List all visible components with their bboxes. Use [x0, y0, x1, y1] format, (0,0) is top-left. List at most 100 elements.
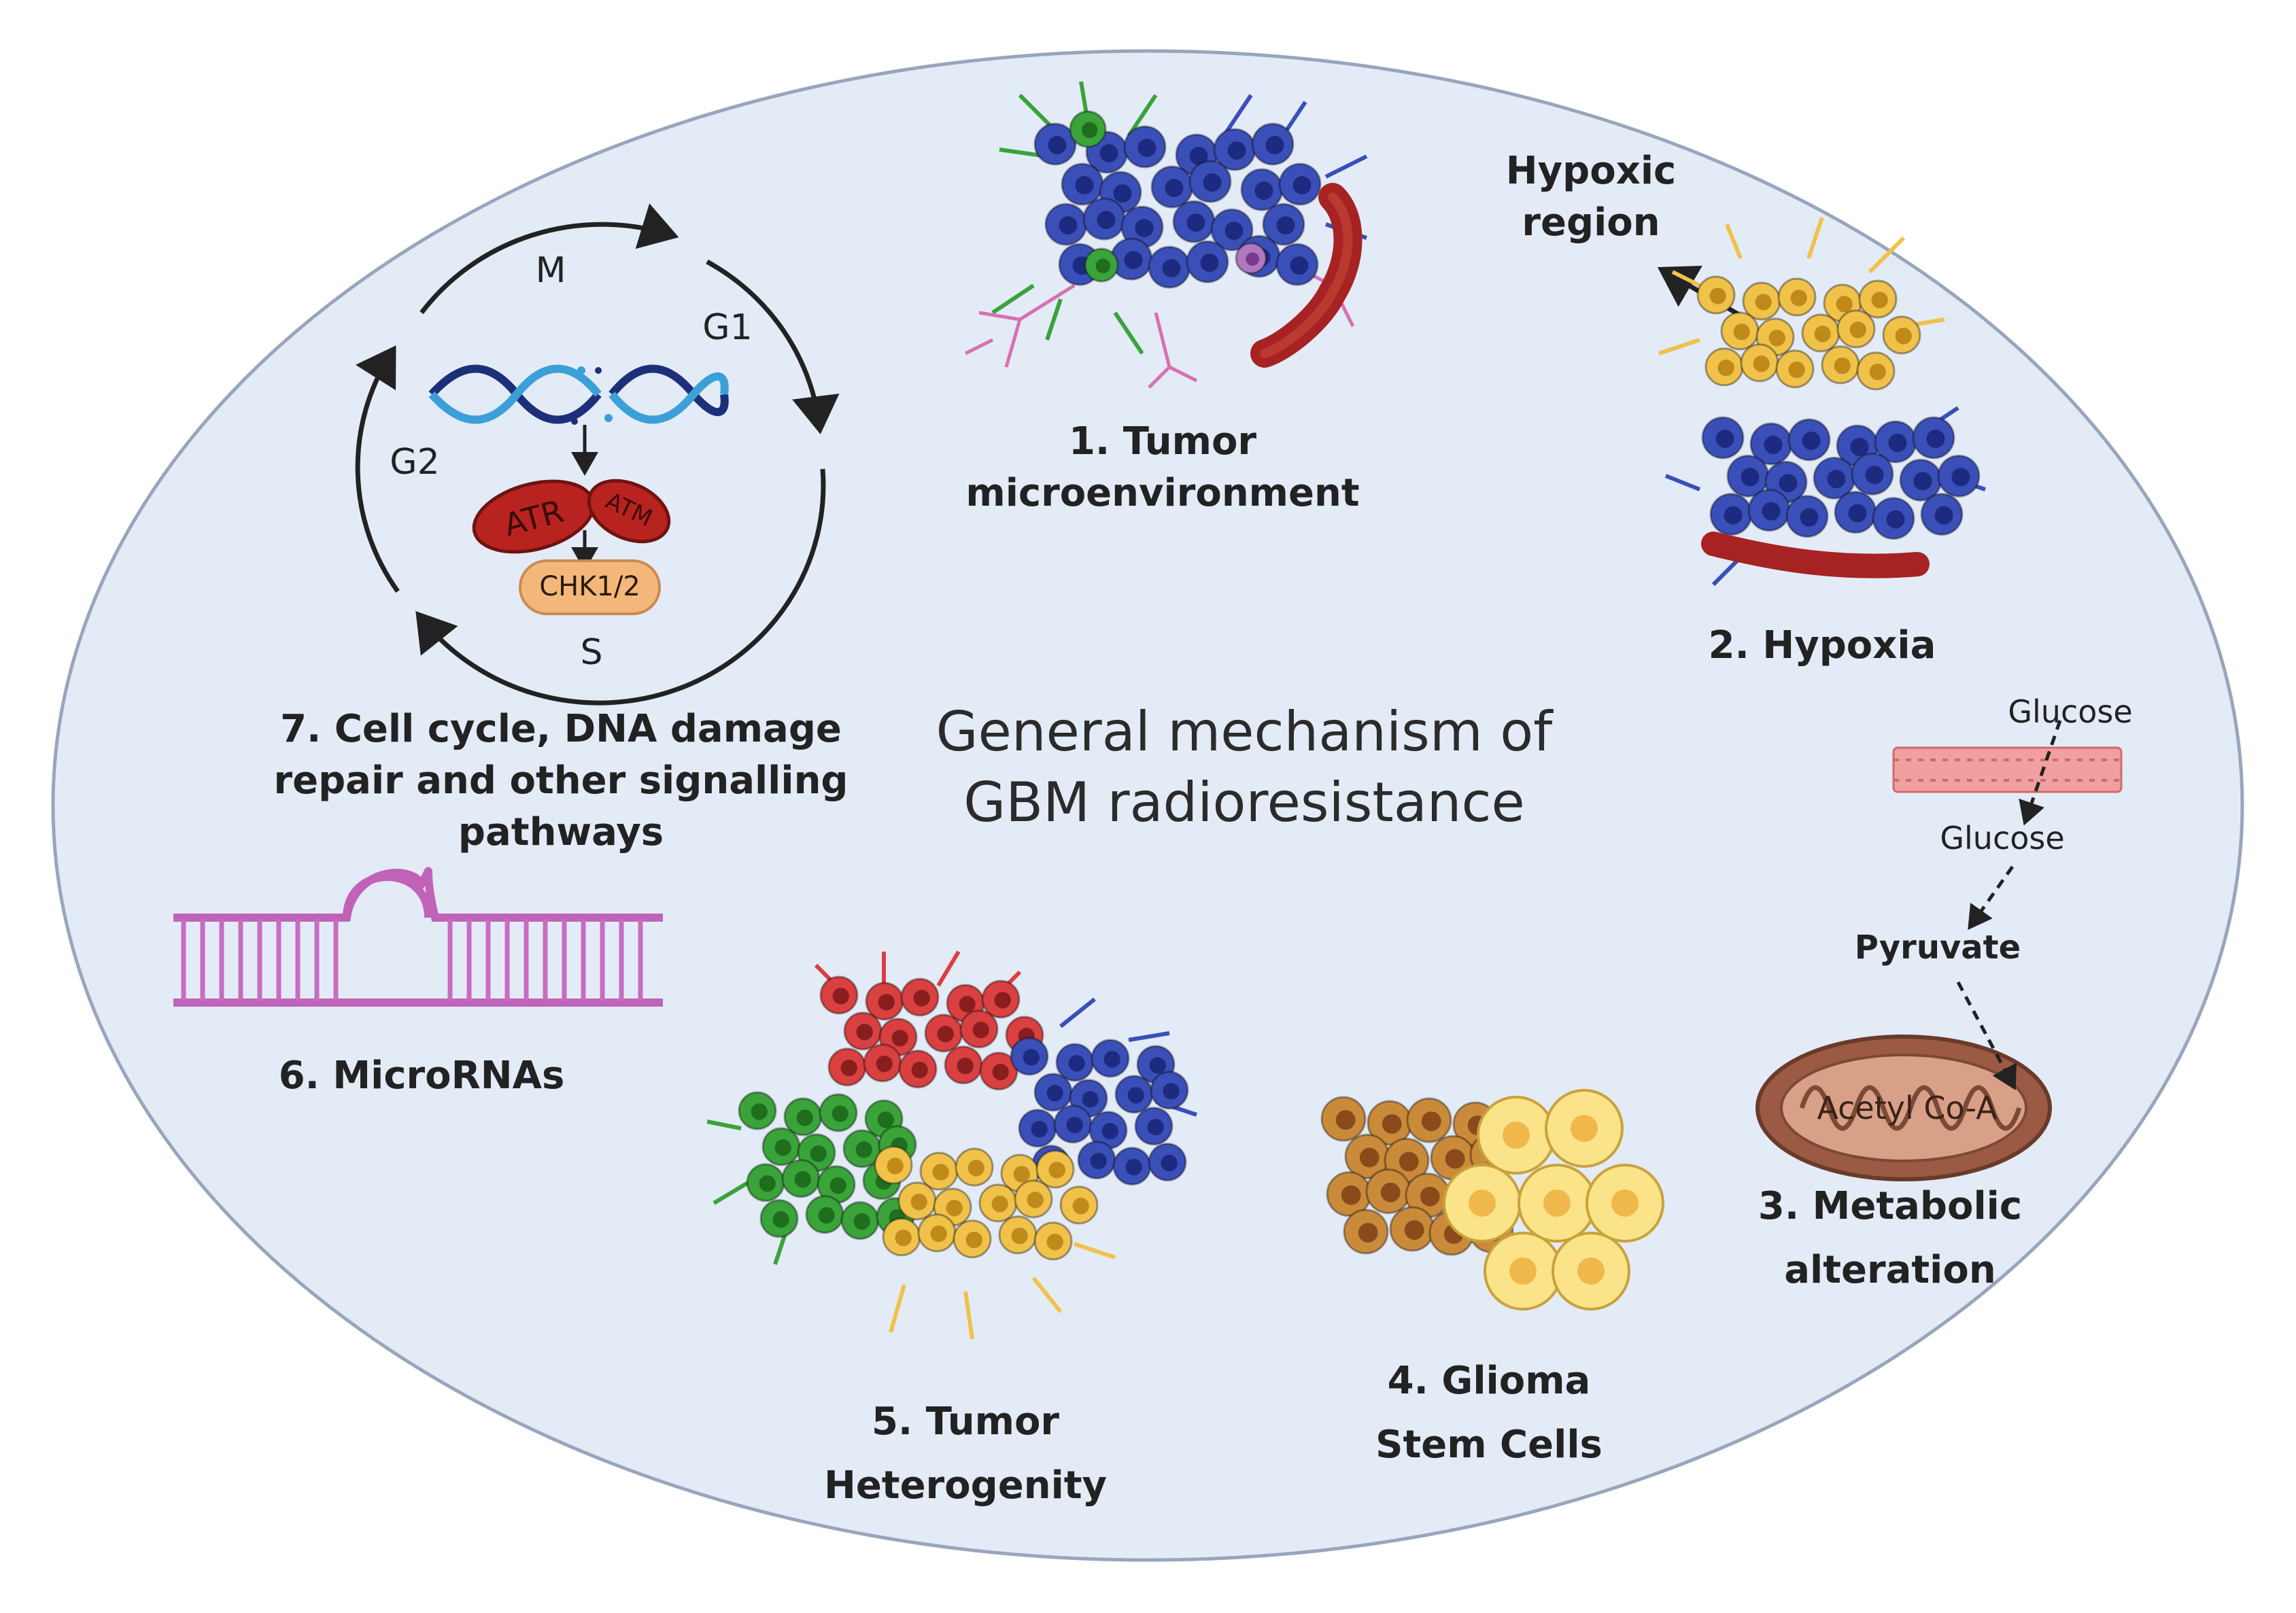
metabolism-illustration: [1755, 720, 2123, 1181]
hypoxic-cell-nucleus: [1709, 288, 1726, 305]
blue-tumor-cell-nucleus: [1059, 216, 1078, 235]
differentiated-glioma-nucleus: [1571, 1115, 1598, 1142]
heterogeneous-blue-cell-nucleus: [1147, 1118, 1164, 1136]
blue-tumor-cell-nucleus: [1189, 147, 1208, 165]
normoxic-cell-nucleus: [1779, 474, 1798, 493]
heterogeneous-red-cell-nucleus: [992, 1063, 1009, 1081]
diagram-title-line-1: General mechanism of: [936, 700, 1553, 763]
heterogeneous-yellow-cell-nucleus: [1011, 1227, 1028, 1245]
heterogeneous-green-cell-nucleus: [832, 1105, 849, 1122]
microrna-illustration: [173, 867, 663, 1007]
heterogeneous-blue-cell-nucleus: [1031, 1120, 1048, 1138]
label-pyruvate: Pyruvate: [1854, 929, 2021, 967]
heterogeneous-blue-cell-nucleus: [1103, 1051, 1120, 1068]
normoxic-cell-nucleus: [1802, 432, 1821, 450]
dna-helix-icon: [428, 364, 729, 425]
heterogeneous-red-cell-nucleus: [832, 988, 849, 1005]
heterogeneous-yellow-cell-nucleus: [1048, 1162, 1065, 1179]
blue-tumor-cell-nucleus: [1224, 222, 1244, 241]
normoxic-cell-nucleus: [1800, 508, 1819, 527]
heterogeneous-blue-cell-nucleus: [1046, 1085, 1063, 1102]
glioma-stem-cell-nucleus: [1404, 1220, 1424, 1240]
chk-label: CHK1/2: [539, 571, 640, 602]
normoxic-cell-nucleus: [1951, 468, 1970, 487]
heterogeneous-red-cell-nucleus: [856, 1024, 873, 1041]
glioma-stem-cell-nucleus: [1445, 1149, 1465, 1169]
label-hypoxic-region: Hypoxic region: [1505, 149, 1677, 245]
label-hypoxia: 2. Hypoxia: [1708, 623, 1936, 667]
heterogeneous-red-cell-nucleus: [994, 992, 1011, 1009]
label-acetyl-coa: Acetyl Co-A: [1817, 1090, 1998, 1126]
blue-tumor-cell-nucleus: [1137, 139, 1156, 157]
tumor-microenvironment-illustration: [964, 81, 1368, 389]
hypoxic-cell-nucleus: [1768, 330, 1785, 347]
label-glucose-outside: Glucose: [2008, 693, 2133, 730]
blue-tumor-cell-nucleus: [1162, 259, 1181, 278]
hypoxia-illustration: [1657, 217, 1986, 587]
phase-m-label: M: [535, 250, 566, 291]
glucose-transport-arrow: [2019, 720, 2062, 826]
glioma-stem-cell-nucleus: [1380, 1182, 1401, 1202]
phase-s-label: S: [580, 632, 603, 673]
heterogeneous-green-cell-nucleus: [855, 1141, 872, 1158]
normoxic-cell-nucleus: [1827, 470, 1846, 489]
hypoxic-cell-nucleus: [1733, 324, 1750, 341]
heterogeneous-yellow-cell-nucleus: [1013, 1166, 1030, 1183]
heterogeneous-green-cell-nucleus: [772, 1211, 789, 1228]
heterogeneous-blue-cell-nucleus: [1163, 1083, 1180, 1100]
heterogeneous-green-cell-nucleus: [774, 1139, 791, 1156]
blue-tumor-cell-nucleus: [1227, 141, 1246, 160]
chk-protein: [519, 559, 661, 615]
hypoxic-cell-nucleus: [1836, 296, 1853, 313]
heterogeneous-yellow-cell-nucleus: [965, 1231, 982, 1249]
heterogeneous-green-cell-nucleus: [877, 1111, 894, 1128]
heterogeneous-red-cell-nucleus: [840, 1059, 857, 1077]
cycle-arrow-right: [706, 259, 840, 434]
label-micrornas: 6. MicroRNAs: [278, 1054, 565, 1098]
glioma-stem-cell-nucleus: [1358, 1223, 1378, 1243]
glioma-stem-cell-nucleus: [1420, 1186, 1440, 1207]
glioma-stem-cell-nucleus: [1359, 1147, 1380, 1168]
heterogeneous-red-cell-nucleus: [957, 1057, 974, 1075]
heterogeneous-red-cell-nucleus: [911, 1061, 928, 1079]
normoxic-cell-nucleus: [1926, 430, 1945, 448]
phase-g1-label: G1: [702, 307, 753, 348]
heterogeneous-blue-cell-nucleus: [1023, 1049, 1040, 1066]
normoxic-cell-nucleus: [1850, 438, 1869, 456]
blue-tumor-cell-nucleus: [1203, 173, 1222, 192]
blue-tumor-cell-nucleus: [1254, 181, 1273, 201]
blue-tumor-cell-nucleus: [1200, 254, 1219, 273]
diagram-title: General mechanism of GBM radioresistance: [870, 697, 1618, 838]
cycle-arrow-left: [355, 345, 400, 593]
hypoxic-cell-nucleus: [1790, 290, 1807, 307]
label-cell-cycle: 7. Cell cycle, DNA damage repair and oth…: [273, 707, 849, 854]
differentiated-glioma-nucleus: [1469, 1190, 1496, 1217]
heterogeneous-yellow-cell-nucleus: [932, 1164, 949, 1181]
blue-tumor-cell-nucleus: [1165, 179, 1184, 198]
heterogeneous-red-cell-nucleus: [878, 994, 895, 1011]
label-tumor-heterogeneity: 5. Tumor Heterogenity: [823, 1400, 1108, 1508]
heterogeneous-blue-cell-nucleus: [1125, 1158, 1142, 1176]
heterogeneous-yellow-cell-nucleus: [1072, 1198, 1089, 1215]
heterogeneous-blue-cell-nucleus: [1082, 1091, 1099, 1108]
normoxic-cell-nucleus: [1715, 430, 1734, 448]
heterogeneous-blue-cell-nucleus: [1127, 1087, 1144, 1104]
blue-tumor-cell-nucleus: [1186, 213, 1205, 232]
cell-membrane: [1892, 746, 2123, 793]
cycle-arrow-bottom: [415, 468, 826, 706]
heterogeneous-yellow-cell-nucleus: [991, 1196, 1008, 1213]
blue-tumor-cell-nucleus: [1048, 136, 1067, 154]
blue-tumor-cell-nucleus: [1265, 136, 1284, 154]
atm-protein: [587, 479, 671, 544]
hypoxia-vessel-icon: [1701, 532, 1930, 578]
heterogeneous-red-cell-nucleus: [937, 1026, 954, 1043]
pyruvate-to-acetyl-arrow: [1956, 981, 2017, 1090]
background-ellipse: [51, 49, 2244, 1562]
blue-tumor-cell-nucleus: [1099, 144, 1118, 162]
heterogeneous-blue-cell-nucleus: [1068, 1055, 1085, 1072]
heterogeneous-yellow-cell-nucleus: [1046, 1233, 1063, 1251]
blue-tumor-cell-nucleus: [1075, 176, 1094, 195]
microglia-cell-nucleus: [1246, 252, 1260, 266]
